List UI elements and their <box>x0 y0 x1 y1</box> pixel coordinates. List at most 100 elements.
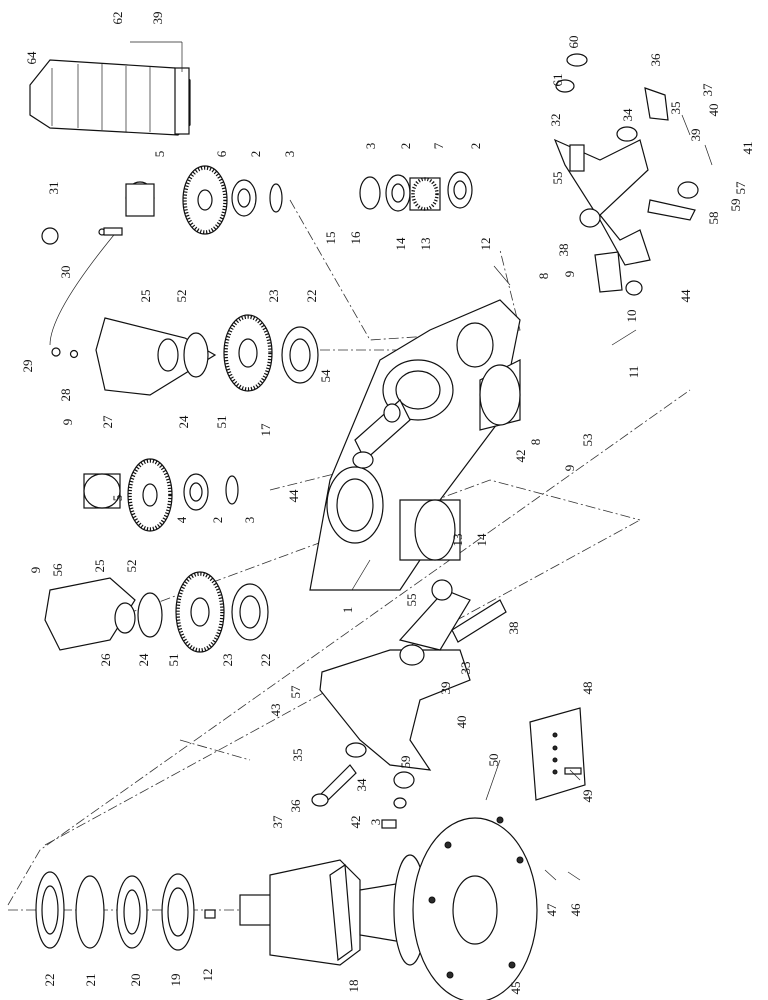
adjuster-bolt <box>311 742 415 829</box>
callout-29: 29 <box>20 360 35 373</box>
callout-15: 15 <box>323 232 338 245</box>
upper-gear-train <box>125 165 283 235</box>
callout-57b: 57 <box>288 685 303 699</box>
callout-labels: 62 39 64 60 61 36 37 35 32 34 40 39 41 5… <box>20 12 755 995</box>
callout-3a: 3 <box>363 143 378 150</box>
callout-3c: 3 <box>242 517 257 524</box>
callout-34: 34 <box>620 108 635 122</box>
callout-9a: 9 <box>562 271 577 278</box>
callout-34b: 34 <box>354 778 369 792</box>
callout-59: 59 <box>728 199 743 212</box>
callout-44b: 44 <box>286 489 301 503</box>
callout-2c: 2 <box>248 151 263 158</box>
linkage-assembly <box>553 53 713 296</box>
callout-5b: 5 <box>110 495 125 502</box>
callout-24b: 24 <box>136 653 151 667</box>
callout-60: 60 <box>566 36 581 49</box>
callout-33: 33 <box>458 662 473 675</box>
callout-43: 43 <box>268 704 283 717</box>
callout-52b: 52 <box>124 560 139 573</box>
callout-46: 46 <box>568 903 583 917</box>
callout-51a: 51 <box>214 416 229 429</box>
callout-44a: 44 <box>678 289 693 303</box>
callout-38b: 38 <box>506 622 521 635</box>
callout-19: 19 <box>168 974 183 987</box>
callout-9c: 9 <box>562 465 577 472</box>
callout-40: 40 <box>706 104 721 117</box>
callout-2b: 2 <box>468 143 483 150</box>
callout-51b: 51 <box>166 654 181 667</box>
callout-37: 37 <box>700 83 715 97</box>
bottom-plate <box>529 707 586 801</box>
callout-18: 18 <box>346 980 361 993</box>
callout-38a: 38 <box>556 244 571 257</box>
callout-14b: 14 <box>474 533 489 547</box>
callout-31: 31 <box>46 182 61 195</box>
callout-50: 50 <box>486 754 501 767</box>
callout-17: 17 <box>258 423 273 437</box>
callout-22a: 22 <box>304 290 319 303</box>
callout-11: 11 <box>626 366 641 379</box>
callout-59b: 59 <box>398 756 413 769</box>
callout-40b: 40 <box>454 716 469 729</box>
callout-47: 47 <box>544 903 559 917</box>
callout-1: 1 <box>340 607 355 614</box>
middle-gear-set <box>41 227 319 396</box>
callout-2a: 2 <box>398 143 413 150</box>
callout-28: 28 <box>58 389 73 402</box>
callout-39: 39 <box>150 12 165 25</box>
support-bracket <box>319 579 507 771</box>
callout-13b: 13 <box>450 534 465 547</box>
callout-16: 16 <box>348 231 363 245</box>
callout-32: 32 <box>548 114 563 127</box>
drive-assembly <box>239 816 538 1000</box>
callout-41: 41 <box>740 142 755 155</box>
callout-7: 7 <box>431 142 446 149</box>
callout-10: 10 <box>624 310 639 323</box>
callout-3d: 3 <box>368 819 383 826</box>
callout-21: 21 <box>83 974 98 987</box>
lower-gear-train <box>83 458 239 532</box>
callout-36: 36 <box>648 53 663 67</box>
callout-53: 53 <box>580 434 595 447</box>
callout-64: 64 <box>24 51 39 65</box>
callout-52a: 52 <box>174 290 189 303</box>
callout-35: 35 <box>668 102 683 115</box>
callout-37b: 37 <box>270 815 285 829</box>
callout-39b: 39 <box>688 129 703 142</box>
callout-57: 57 <box>733 181 748 195</box>
callout-56: 56 <box>50 563 65 577</box>
callout-30: 30 <box>58 266 73 279</box>
callout-42a: 42 <box>513 450 528 463</box>
callout-12b: 12 <box>200 969 215 982</box>
callout-27: 27 <box>100 415 115 429</box>
callout-8b: 8 <box>528 439 543 446</box>
callout-9d: 9 <box>28 567 43 574</box>
callout-36b: 36 <box>288 799 303 813</box>
callout-22c: 22 <box>42 974 57 987</box>
callout-45: 45 <box>508 982 523 995</box>
callout-55b: 55 <box>404 594 419 607</box>
callout-55a: 55 <box>550 172 565 185</box>
filter-cartridge <box>29 41 191 136</box>
callout-14a: 14 <box>393 237 408 251</box>
callout-3b: 3 <box>282 151 297 158</box>
callout-58: 58 <box>706 212 721 225</box>
lower-mid-gear-set <box>44 571 269 653</box>
callout-22b: 22 <box>258 654 273 667</box>
callout-5a: 5 <box>152 151 167 158</box>
callout-49: 49 <box>580 790 595 803</box>
callout-8a: 8 <box>536 273 551 280</box>
callout-42b: 42 <box>348 816 363 829</box>
callout-25b: 25 <box>92 560 107 573</box>
callout-61: 61 <box>550 74 565 87</box>
callout-leaders <box>351 265 637 881</box>
callout-48: 48 <box>580 682 595 695</box>
callout-54: 54 <box>318 369 333 383</box>
callout-23b: 23 <box>220 654 235 667</box>
callout-12a: 12 <box>478 238 493 251</box>
callout-23a: 23 <box>266 290 281 303</box>
callout-6: 6 <box>214 150 229 157</box>
callout-20: 20 <box>128 974 143 987</box>
